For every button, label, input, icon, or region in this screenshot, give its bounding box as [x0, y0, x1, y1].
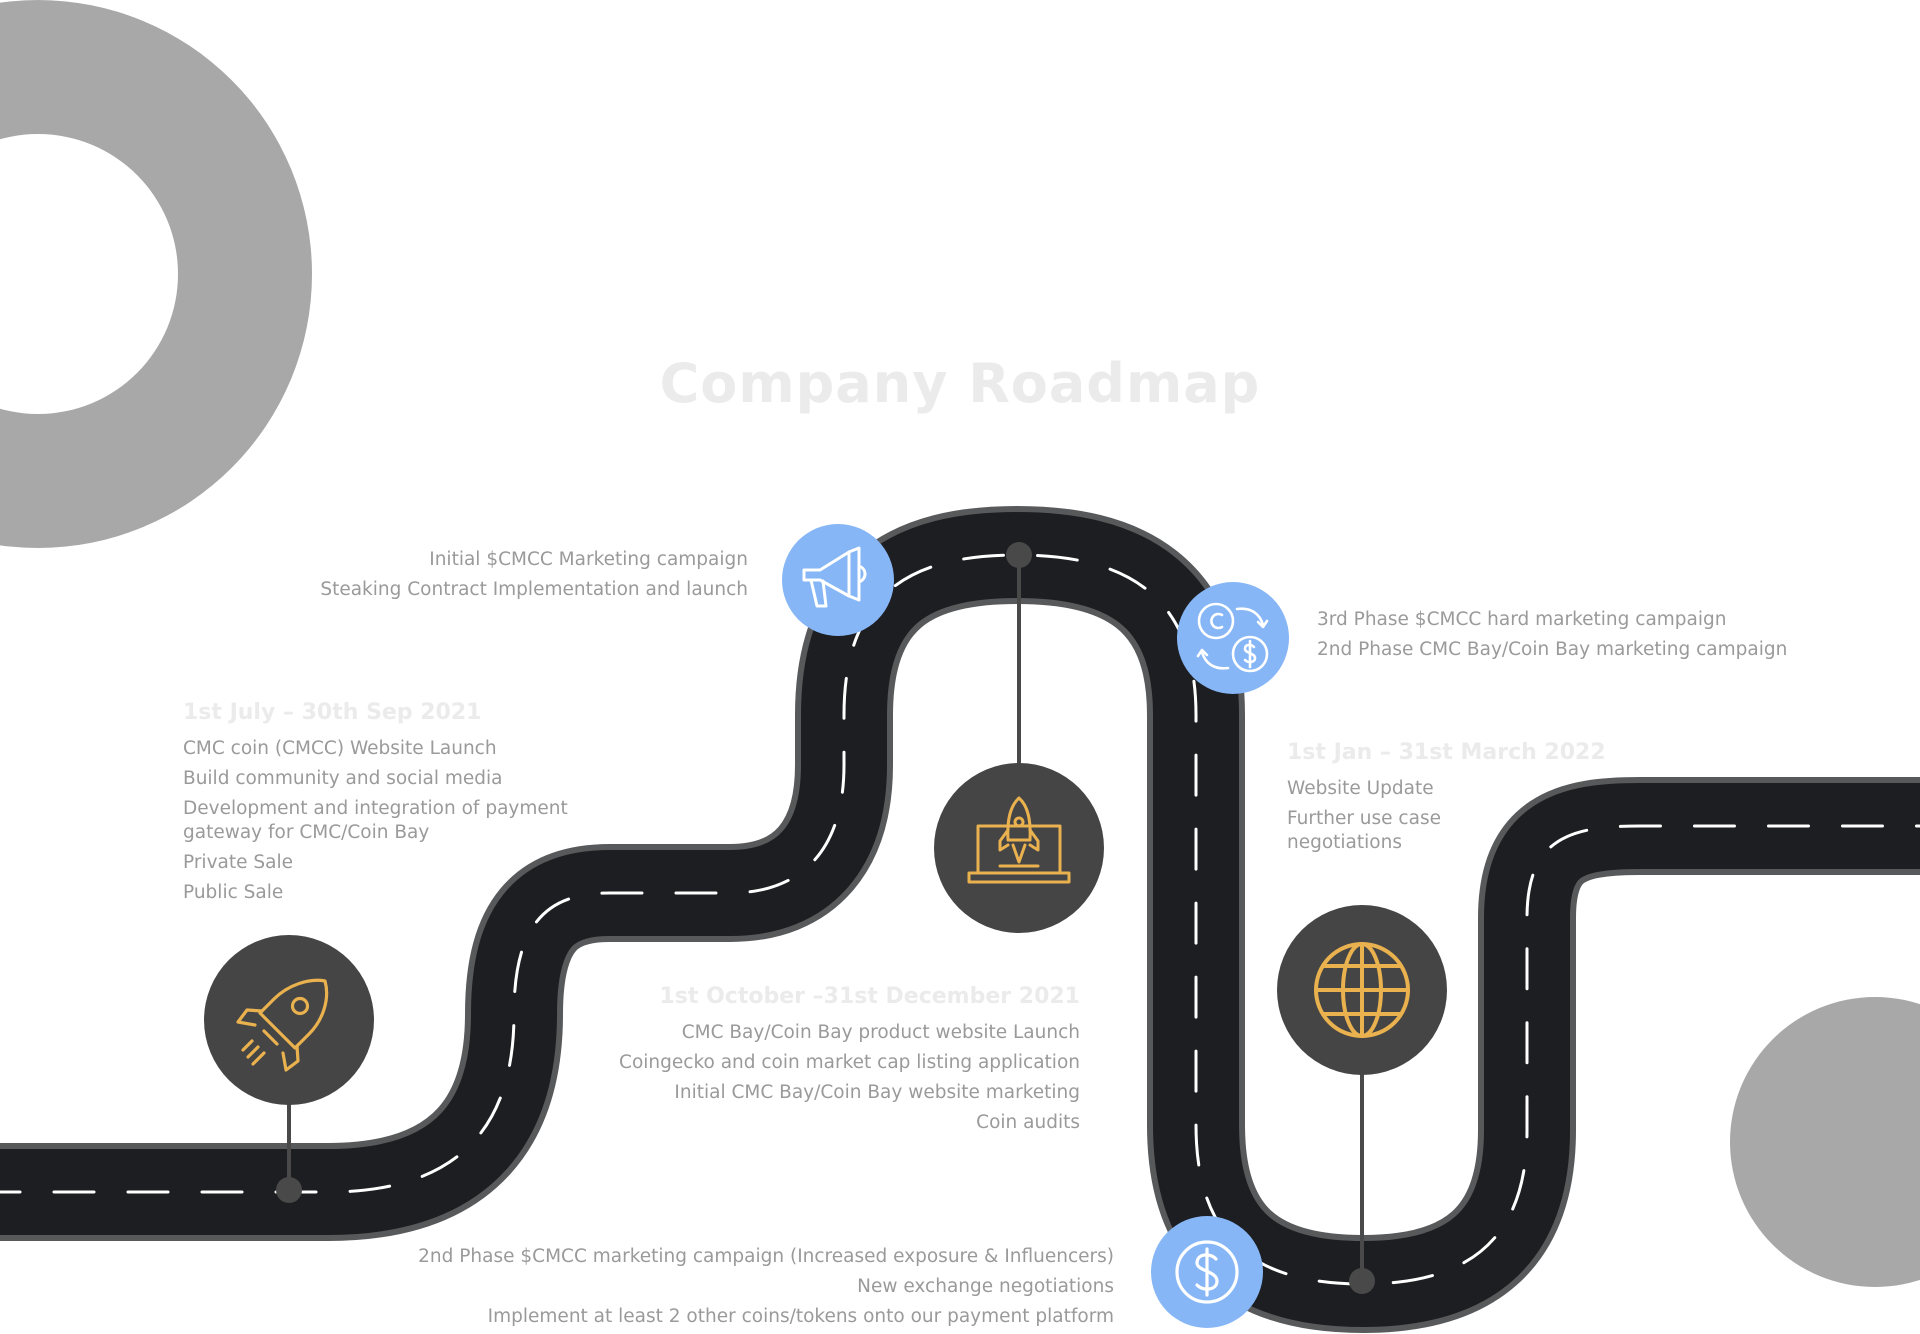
milestone-1-text: 1st July – 30th Sep 2021 CMC coin (CMCC)… — [183, 701, 583, 911]
campaign-3-item: Implement at least 2 other coins/tokens … — [487, 1306, 1114, 1327]
laptop-rocket-icon — [967, 796, 1071, 884]
milestone-3-item: Further use case negotiations — [1287, 808, 1441, 853]
milestone-1-item: Development and integration of payment g… — [183, 798, 568, 843]
milestone-2-heading: 1st October –31st December 2021 — [659, 984, 1081, 1009]
page-title: Company Roadmap — [659, 352, 1261, 415]
campaign-1-text: Initial $CMCC Marketing campaign Steakin… — [320, 548, 748, 608]
milestone-3-heading: 1st Jan – 31st March 2022 — [1287, 740, 1606, 765]
milestone-3-item: Website Update — [1287, 778, 1434, 799]
milestone-3-text: 1st Jan – 31st March 2022 Website Update… — [1287, 740, 1606, 861]
milestone-2-item: CMC Bay/Coin Bay product website Launch — [681, 1022, 1080, 1043]
decorative-circle — [1730, 997, 1920, 1287]
milestone-1-item: Private Sale — [183, 852, 293, 873]
campaign-3-item: New exchange negotiations — [857, 1276, 1114, 1297]
milestone-1-item: Build community and social media — [183, 768, 503, 789]
campaign-1-node — [782, 524, 894, 636]
milestone-1-heading: 1st July – 30th Sep 2021 — [183, 700, 482, 725]
megaphone-icon — [802, 546, 867, 608]
milestone-1-node — [204, 935, 374, 1105]
currency-exchange-icon — [1196, 602, 1269, 673]
globe-icon — [1314, 942, 1410, 1038]
milestone-2-text: 1st October –31st December 2021 CMC Bay/… — [619, 985, 1080, 1141]
rocket-icon — [236, 978, 329, 1072]
milestone-2-node — [934, 763, 1104, 933]
campaign-2-node — [1177, 582, 1289, 694]
campaign-2-item: 2nd Phase CMC Bay/Coin Bay marketing cam… — [1317, 639, 1788, 660]
milestone-2-item: Initial CMC Bay/Coin Bay website marketi… — [674, 1082, 1080, 1103]
milestone-2-connector — [1006, 542, 1032, 770]
campaign-3-node — [1151, 1216, 1263, 1328]
milestone-2-item: Coin audits — [976, 1112, 1080, 1133]
campaign-2-item: 3rd Phase $CMCC hard marketing campaign — [1317, 609, 1727, 630]
milestone-2-item: Coingecko and coin market cap listing ap… — [619, 1052, 1080, 1073]
dollar-coin-icon — [1175, 1240, 1239, 1304]
campaign-3-item: 2nd Phase $CMCC marketing campaign (Incr… — [418, 1246, 1114, 1267]
milestone-3-connector — [1349, 1070, 1375, 1294]
campaign-1-item: Initial $CMCC Marketing campaign — [429, 549, 748, 570]
campaign-1-item: Steaking Contract Implementation and lau… — [320, 579, 748, 600]
decorative-ring — [0, 0, 312, 548]
milestone-3-node — [1277, 905, 1447, 1075]
milestone-1-item: Public Sale — [183, 882, 284, 903]
campaign-2-text: 3rd Phase $CMCC hard marketing campaign … — [1317, 608, 1787, 668]
campaign-3-text: 2nd Phase $CMCC marketing campaign (Incr… — [418, 1245, 1114, 1334]
milestone-1-item: CMC coin (CMCC) Website Launch — [183, 738, 497, 759]
lane-markings — [0, 553, 1920, 1286]
